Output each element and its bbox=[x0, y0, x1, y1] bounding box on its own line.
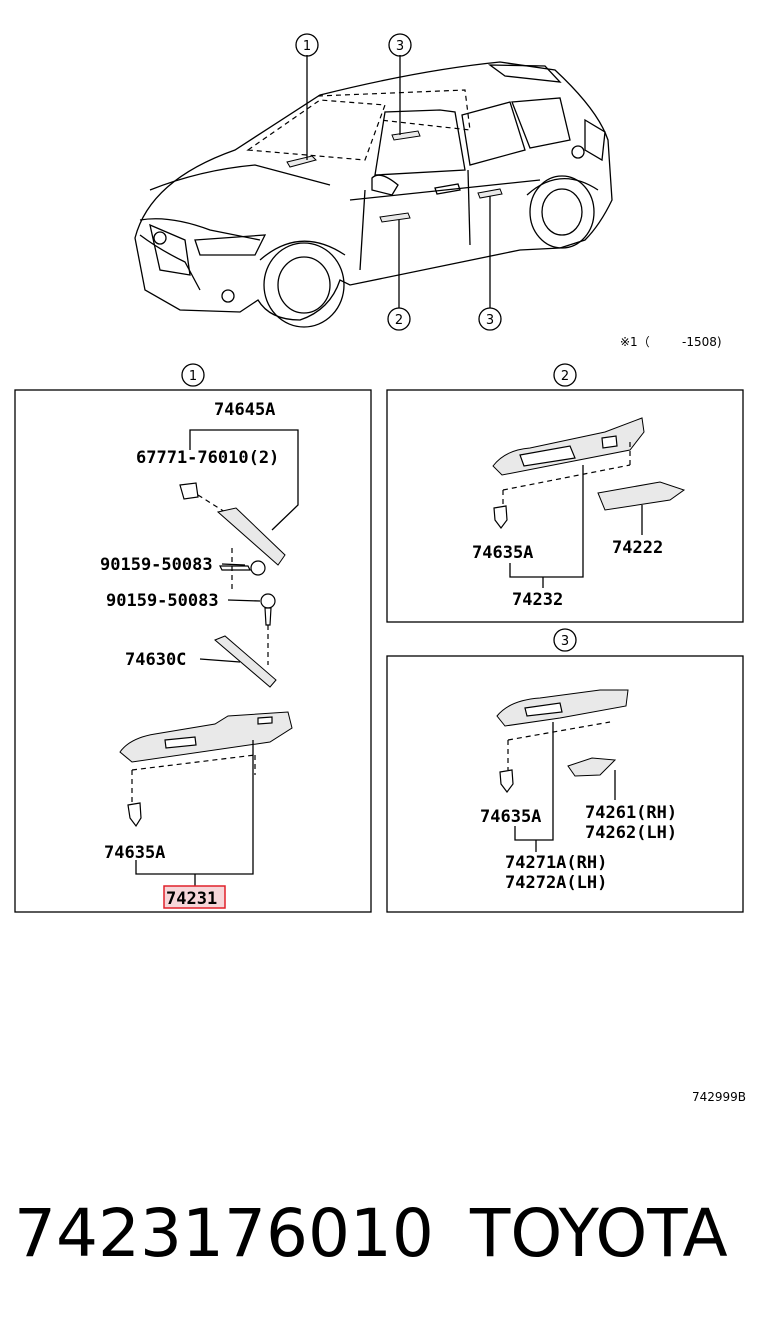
callout-3-top[interactable]: 3 bbox=[388, 33, 412, 57]
part-74645A[interactable]: 74645A bbox=[214, 400, 275, 420]
part-74262-lh[interactable]: 74262(LH) bbox=[585, 823, 677, 843]
car-illustration bbox=[134, 55, 613, 328]
part-74271A-rh[interactable]: 74271A(RH) bbox=[505, 853, 607, 873]
part-74261-rh[interactable]: 74261(RH) bbox=[585, 803, 677, 823]
svg-text:2: 2 bbox=[395, 313, 403, 328]
panel-2-parts bbox=[492, 417, 686, 588]
panel-2-header[interactable]: 2 bbox=[553, 363, 577, 387]
note-mark: ※1（ bbox=[620, 335, 650, 349]
panel-1-header[interactable]: 1 bbox=[181, 363, 205, 387]
panel-3-parts bbox=[496, 689, 629, 852]
svg-text:2: 2 bbox=[561, 369, 569, 384]
part-74635A-p1[interactable]: 74635A bbox=[104, 843, 165, 863]
part-67771-76010[interactable]: 67771-76010(2) bbox=[136, 448, 279, 468]
diagram-code: 742999B bbox=[692, 1090, 746, 1104]
callout-3-bottom[interactable]: 3 bbox=[478, 307, 502, 331]
footer-part-number: 7423176010 bbox=[14, 1195, 434, 1272]
panel-1-frame bbox=[14, 389, 372, 913]
part-74635A-p2[interactable]: 74635A bbox=[472, 543, 533, 563]
part-90159-50083-b[interactable]: 90159-50083 bbox=[106, 591, 219, 611]
svg-text:3: 3 bbox=[486, 313, 494, 328]
panel-3-frame bbox=[386, 655, 744, 913]
callout-2-bottom[interactable]: 2 bbox=[387, 307, 411, 331]
svg-text:3: 3 bbox=[561, 634, 569, 649]
panel-3-header[interactable]: 3 bbox=[553, 628, 577, 652]
panel-2-frame bbox=[386, 389, 744, 623]
part-74231-highlight[interactable]: 74231 bbox=[163, 885, 226, 909]
svg-text:3: 3 bbox=[396, 39, 404, 54]
part-74232[interactable]: 74232 bbox=[512, 590, 563, 610]
note-range: -1508) bbox=[682, 335, 722, 349]
footer-brand: TOYOTA bbox=[469, 1195, 728, 1272]
callout-1-top[interactable]: 1 bbox=[295, 33, 319, 57]
part-74272A-lh[interactable]: 74272A(LH) bbox=[505, 873, 607, 893]
part-74635A-p3[interactable]: 74635A bbox=[480, 807, 541, 827]
svg-text:1: 1 bbox=[189, 369, 197, 384]
part-74222[interactable]: 74222 bbox=[612, 538, 663, 558]
svg-text:1: 1 bbox=[303, 39, 311, 54]
panel-1-parts bbox=[119, 429, 299, 886]
part-74630C[interactable]: 74630C bbox=[125, 650, 186, 670]
svg-text:74231: 74231 bbox=[166, 889, 217, 909]
part-90159-50083-a[interactable]: 90159-50083 bbox=[100, 555, 213, 575]
